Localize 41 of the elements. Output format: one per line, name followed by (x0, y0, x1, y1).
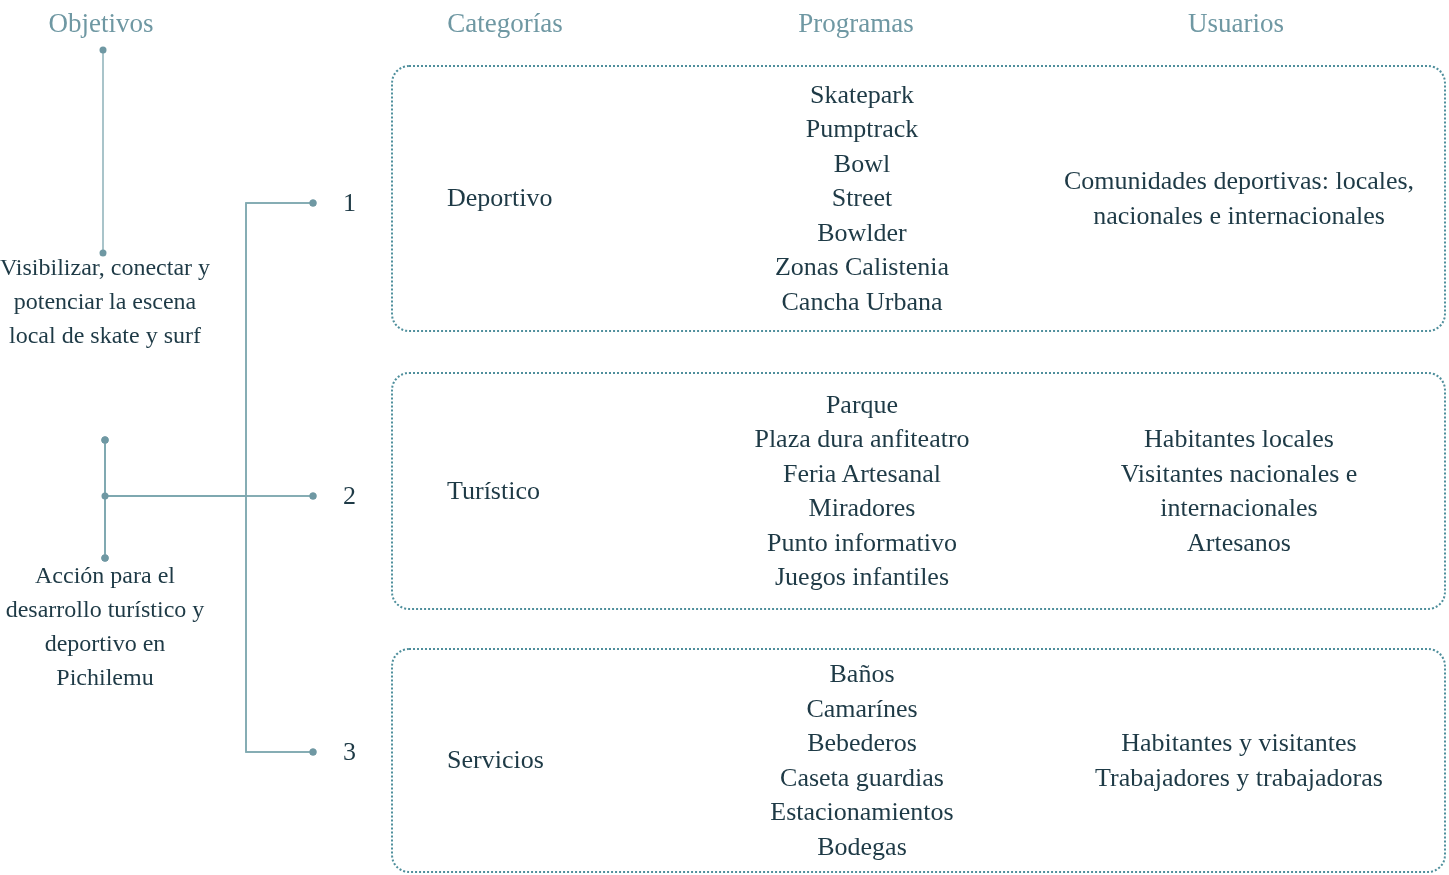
category-band (391, 372, 1446, 610)
program-item: Street (831, 182, 893, 215)
user-group: Artesanos (1187, 525, 1291, 560)
program-item: Baños (829, 658, 895, 690)
program-item: Cancha Urbana (781, 285, 943, 318)
objective-text: Visibilizar, conectar y potenciar la escena local de skate y surf (0, 250, 212, 440)
category-name: Deportivo (447, 182, 553, 215)
program-item: Skatepark (810, 78, 914, 111)
program-item: Plaza dura anfiteatro (754, 423, 970, 455)
program-item: Feria Artesanal (782, 457, 942, 490)
category-band (391, 65, 1446, 332)
row-number: 3 (313, 737, 363, 767)
user-group: Comunidades deportivas: locales, nacionales e internacionales (1039, 164, 1439, 233)
user-group: Visitantes nacionales e internacionales (1039, 456, 1439, 526)
program-item: Caseta guardias (780, 761, 944, 794)
user-group: Habitantes y visitantes (1121, 726, 1357, 761)
row-number: 1 (313, 188, 363, 218)
category-band (391, 648, 1446, 873)
objective-text: Acción para el desarrollo turístico y deportivo en Pichilemu (0, 558, 212, 718)
column-heading: Categorías (447, 8, 563, 39)
program-item: Juegos infantiles (775, 561, 949, 593)
category-name: Turístico (447, 474, 540, 507)
program-item: Miradores (808, 492, 916, 524)
row-number: 2 (313, 481, 363, 511)
program-item: Zonas Calistenia (775, 251, 949, 284)
column-heading: Objetivos (48, 8, 154, 39)
program-item: Punto informativo (767, 526, 957, 559)
category-name: Servicios (447, 744, 544, 777)
user-group: Habitantes locales (1144, 422, 1334, 457)
program-item: Bowlder (817, 216, 907, 249)
connector-line (101, 495, 317, 756)
program-item: Parque (825, 388, 899, 421)
column-heading: Programas (798, 8, 914, 39)
program-item: Estacionamientos (770, 796, 954, 828)
program-item: Camarínes (806, 692, 918, 725)
user-group: Trabajadores y trabajadoras (1095, 760, 1383, 795)
program-item: Bodegas (817, 830, 907, 863)
program-item: Pumptrack (805, 113, 919, 146)
program-item: Bowl (833, 147, 891, 180)
program-item: Bebederos (807, 727, 917, 759)
column-heading: Usuarios (1188, 8, 1284, 39)
